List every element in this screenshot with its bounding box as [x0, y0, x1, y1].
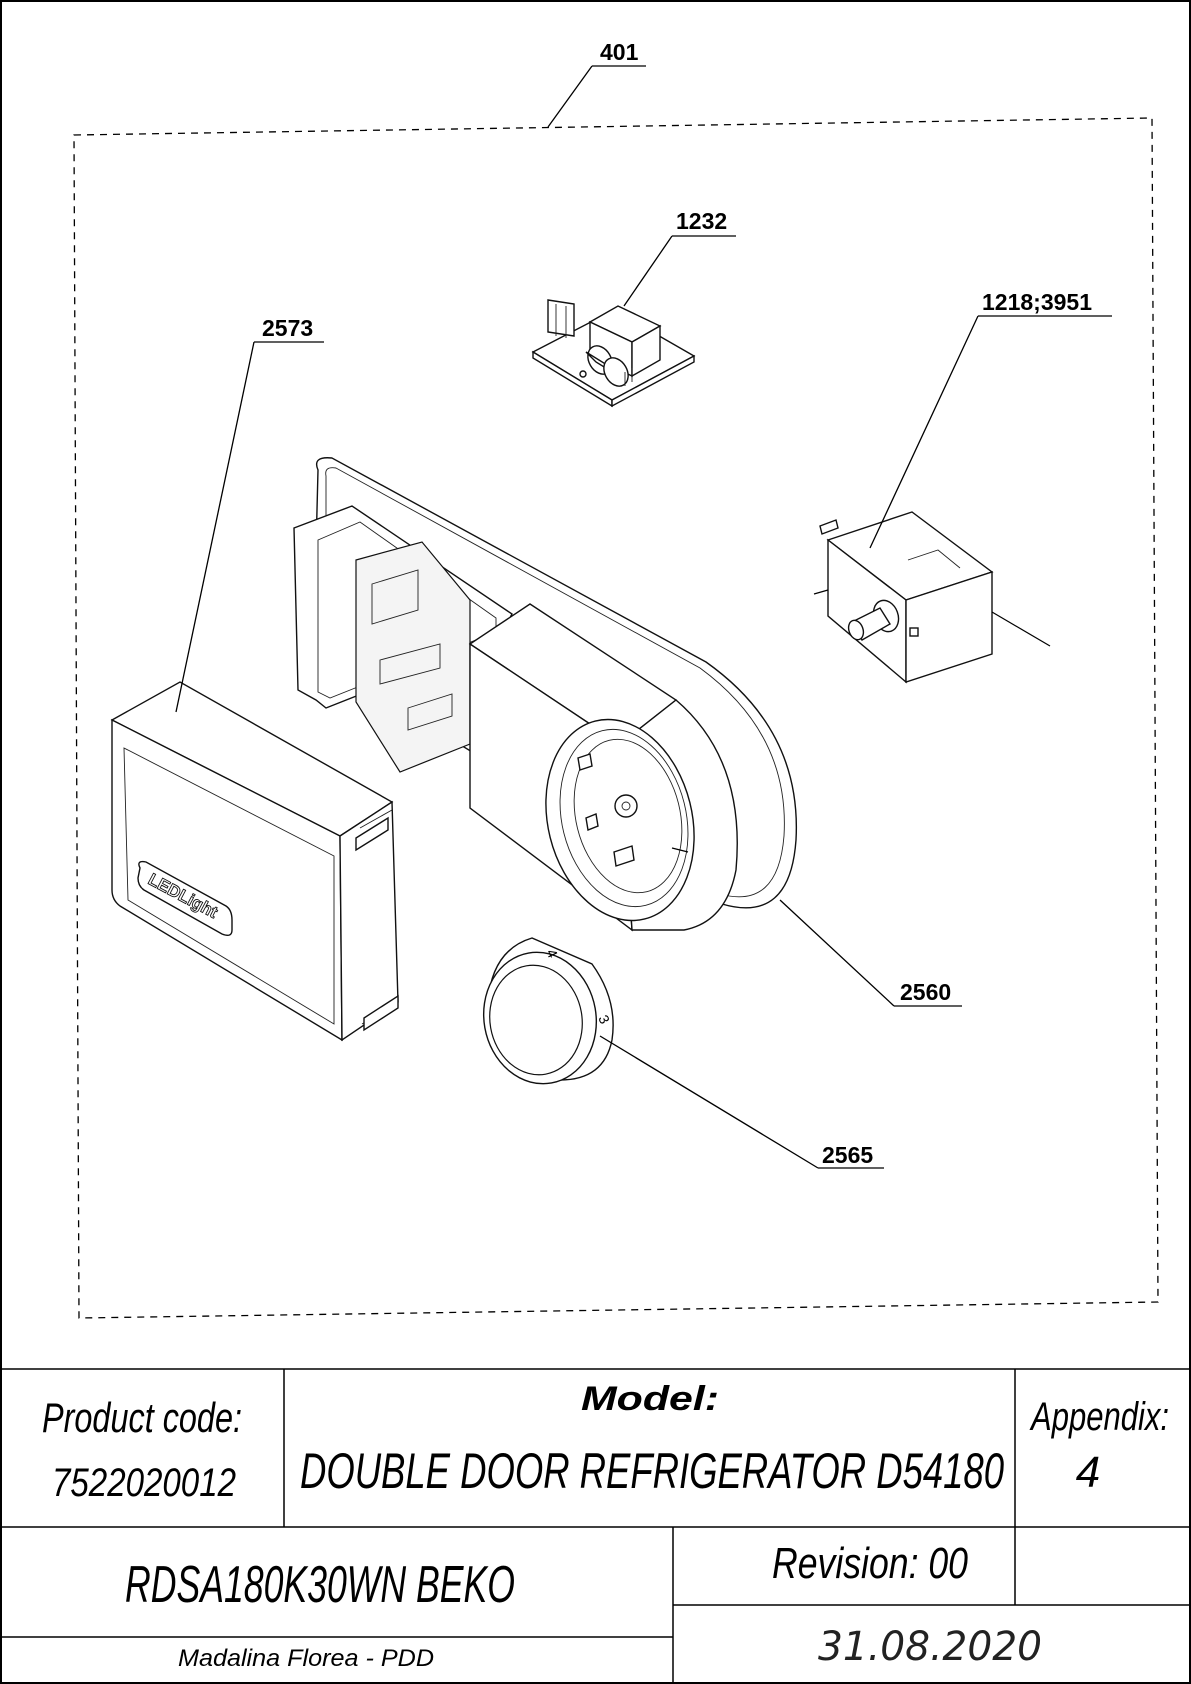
callout-label-2565: 2565 — [822, 1142, 873, 1168]
callout-label-1218-3951: 1218;3951 — [982, 289, 1092, 315]
title-block: Product code: 7522020012 Model: DOUBLE D… — [1, 1368, 1190, 1683]
appendix-label: Appendix: — [1029, 1395, 1169, 1439]
product-code-label: Product code: — [42, 1394, 242, 1441]
product-code-value: 7522020012 — [52, 1461, 236, 1505]
model-label: Model: — [581, 1380, 719, 1418]
model-code: RDSA180K30WN BEKO — [125, 1556, 515, 1614]
callout-2565: 2565 — [599, 1035, 884, 1169]
thermostat-part — [813, 511, 1051, 684]
callout-label-401: 401 — [600, 39, 639, 65]
callout-2573: 2573 — [175, 315, 324, 713]
pcb-board-part — [531, 299, 696, 408]
callout-2560: 2560 — [779, 899, 962, 1007]
light-housing-part — [293, 457, 798, 932]
led-cover-part: LEDLight — [110, 681, 399, 1042]
model-value: DOUBLE DOOR REFRIGERATOR D54180 — [300, 1443, 1004, 1499]
callout-label-2573: 2573 — [262, 315, 313, 341]
revision-text: Revision: 00 — [772, 1539, 968, 1588]
callout-label-1232: 1232 — [676, 208, 727, 234]
author-text: Madalina Florea - PDD — [178, 1645, 434, 1672]
callout-401: 401 — [547, 39, 646, 128]
thermostat-knob-part: 4 3 — [482, 937, 614, 1085]
callout-1232: 1232 — [623, 208, 736, 307]
assembly-boundary — [73, 117, 1159, 1319]
appendix-value: 4 — [1076, 1448, 1100, 1497]
callout-1218-3951: 1218;3951 — [869, 289, 1112, 549]
date-text: 31.08.2020 — [818, 1624, 1042, 1670]
callout-label-2560: 2560 — [900, 979, 951, 1005]
